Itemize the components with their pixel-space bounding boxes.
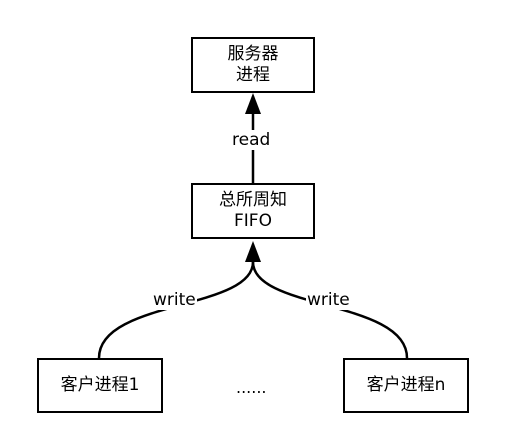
fifo-node-line2: FIFO: [234, 211, 272, 231]
write-arrowhead: [245, 241, 261, 262]
read-arrowhead: [245, 93, 261, 114]
read-label: read: [231, 130, 272, 150]
client-process-n-node: 客户进程n: [343, 358, 469, 413]
fifo-node-line1: 总所周知: [219, 190, 287, 210]
fifo-node: 总所周知 FIFO: [191, 183, 315, 239]
client-process-1-node: 客户进程1: [37, 358, 163, 413]
write-edge-right: [251, 261, 409, 359]
server-node-line2: 进程: [236, 65, 270, 85]
server-process-node: 服务器 进程: [191, 37, 315, 93]
write-label-left: write: [152, 290, 197, 310]
ellipsis: ......: [236, 378, 267, 397]
server-node-line1: 服务器: [227, 44, 279, 64]
clientn-label: 客户进程n: [366, 375, 446, 395]
write-edge-left: [97, 261, 255, 359]
client1-label: 客户进程1: [60, 375, 140, 395]
write-label-right: write: [306, 290, 351, 310]
